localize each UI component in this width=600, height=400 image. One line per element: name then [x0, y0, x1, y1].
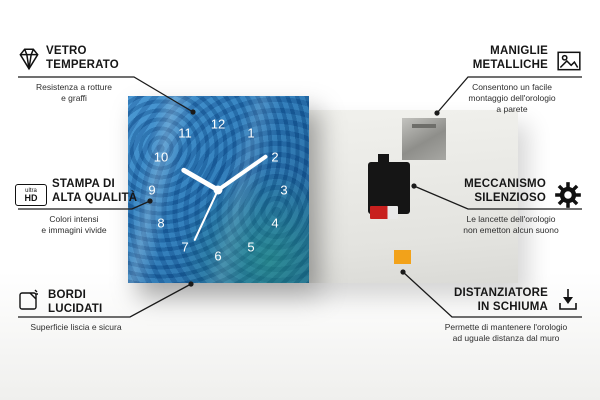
callout-line-tempered-glass: [18, 76, 194, 113]
gear-icon: [554, 181, 582, 214]
callout-dot: [400, 269, 406, 275]
down-arrow-icon: [556, 287, 580, 318]
feature-title-edges: BORDI LUCIDATI: [48, 289, 103, 315]
feature-subtitle-handles: Consentono un facile montaggio dell'orol…: [468, 82, 556, 115]
clock-numeral: 2: [271, 149, 279, 165]
callout-line-print: [18, 200, 151, 210]
clock-center-cap: [213, 185, 223, 195]
metal-hanger-plate: [402, 118, 446, 160]
ultra-hd-icon-bottom: HD: [24, 192, 38, 203]
feature-subtitle-spacer: Permette di mantenere l'orologio ad ugua…: [444, 322, 568, 344]
clock-mechanism: [368, 154, 410, 214]
picture-frame-icon: [556, 49, 582, 78]
ultra-hd-icon-top: ultra: [25, 187, 37, 194]
clock-numeral: 8: [157, 215, 165, 231]
polished-edge-icon: [16, 289, 40, 318]
feature-subtitle-mechanism: Le lancette dell'orologio non emetton al…: [463, 214, 559, 236]
clock-numeral: 3: [280, 182, 288, 198]
battery: [370, 206, 398, 219]
feature-title-mechanism: MECCANISMO SILENZIOSO: [464, 178, 546, 204]
feature-title-tempered-glass: VETRO TEMPERATO: [46, 45, 119, 71]
callout-line-mechanism: [413, 185, 582, 210]
foam-spacer: [394, 250, 411, 264]
feature-title-handles: MANIGLIE METALLICHE: [472, 45, 548, 71]
callout-dot: [190, 109, 196, 115]
callout-line-handles: [436, 76, 582, 114]
feature-subtitle-print: Colori intensi e immagini vivide: [41, 214, 107, 236]
clock-numeral: 1: [247, 125, 255, 141]
callout-dot: [147, 198, 153, 204]
clock-numeral: 12: [210, 116, 226, 132]
clock-numeral: 7: [181, 239, 189, 255]
diamond-icon: [16, 47, 42, 76]
callout-line-spacer: [402, 271, 582, 318]
callout-dot: [188, 281, 194, 287]
clock-numeral: 11: [178, 125, 192, 141]
ultra-hd-icon: ultra HD: [15, 184, 47, 206]
clock-numeral: 9: [148, 182, 156, 198]
clock-numeral: 6: [214, 248, 222, 264]
clock-numeral: 4: [271, 215, 279, 231]
clock-back-panel: [306, 110, 518, 283]
callout-dot: [434, 110, 440, 116]
feature-title-spacer: DISTANZIATORE IN SCHIUMA: [454, 287, 548, 313]
callout-dot: [411, 183, 417, 189]
feature-title-print: STAMPA DI ALTA QUALITÀ: [52, 178, 138, 204]
mechanism-hook: [378, 154, 389, 163]
feature-subtitle-edges: Superficie liscia e sicura: [30, 322, 122, 332]
clock-numeral: 5: [247, 239, 255, 255]
callout-line-edges: [18, 283, 192, 318]
clock-numeral: 10: [153, 149, 169, 165]
feature-subtitle-tempered-glass: Resistenza a rotture e graffi: [35, 82, 113, 104]
